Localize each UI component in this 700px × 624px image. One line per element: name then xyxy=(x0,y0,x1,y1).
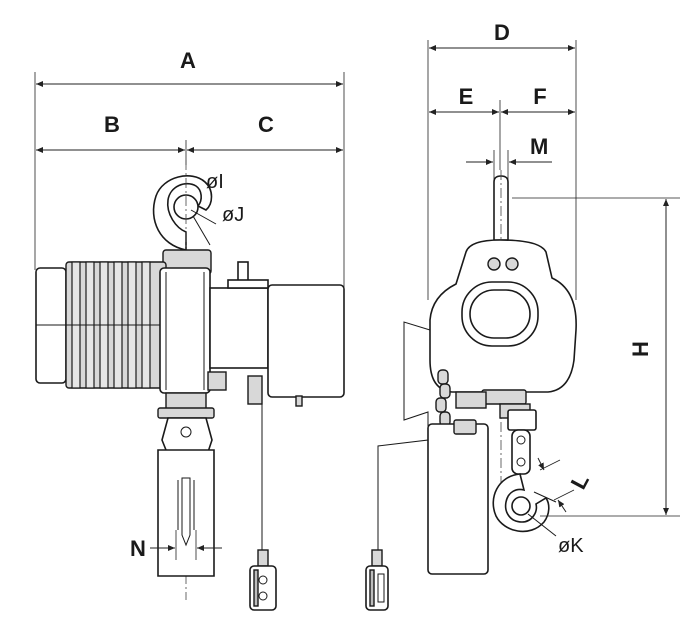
chain-guide xyxy=(165,392,207,410)
label-d: D xyxy=(494,20,510,45)
label-m: M xyxy=(530,134,548,159)
dimension-c: C xyxy=(187,112,343,153)
guide-plate xyxy=(157,407,215,419)
dimension-d: D xyxy=(429,20,575,51)
motor-housing xyxy=(35,261,167,389)
cable-break-line xyxy=(377,321,431,550)
pendant-front xyxy=(249,549,277,611)
dimension-b: B xyxy=(36,112,185,153)
chain-bag-side xyxy=(427,423,489,575)
dimension-e: E xyxy=(429,84,499,115)
dimension-h: H xyxy=(512,197,680,517)
side-view: D E F M xyxy=(365,20,680,611)
label-diameter-j: øJ xyxy=(222,204,244,226)
dimension-m: M xyxy=(466,134,552,190)
center-body xyxy=(159,267,211,394)
dimension-f: F xyxy=(501,84,575,115)
front-view: A B C øI øJ xyxy=(34,48,345,611)
label-h: H xyxy=(628,341,653,357)
pendant-side xyxy=(365,549,389,611)
label-l: L xyxy=(566,470,594,494)
label-c: C xyxy=(258,112,274,137)
chain-bag xyxy=(157,449,215,577)
label-a: A xyxy=(180,48,196,73)
label-e: E xyxy=(459,84,474,109)
label-b: B xyxy=(104,112,120,137)
label-diameter-i: øI xyxy=(206,171,224,193)
label-diameter-k: øK xyxy=(558,535,584,557)
side-body xyxy=(429,239,577,419)
bottom-hook xyxy=(492,409,557,533)
gearbox xyxy=(207,261,345,550)
dimension-a: A xyxy=(36,48,343,87)
load-chain xyxy=(435,369,451,427)
dimension-n: N xyxy=(130,530,222,561)
label-n: N xyxy=(130,536,146,561)
label-f: F xyxy=(533,84,546,109)
